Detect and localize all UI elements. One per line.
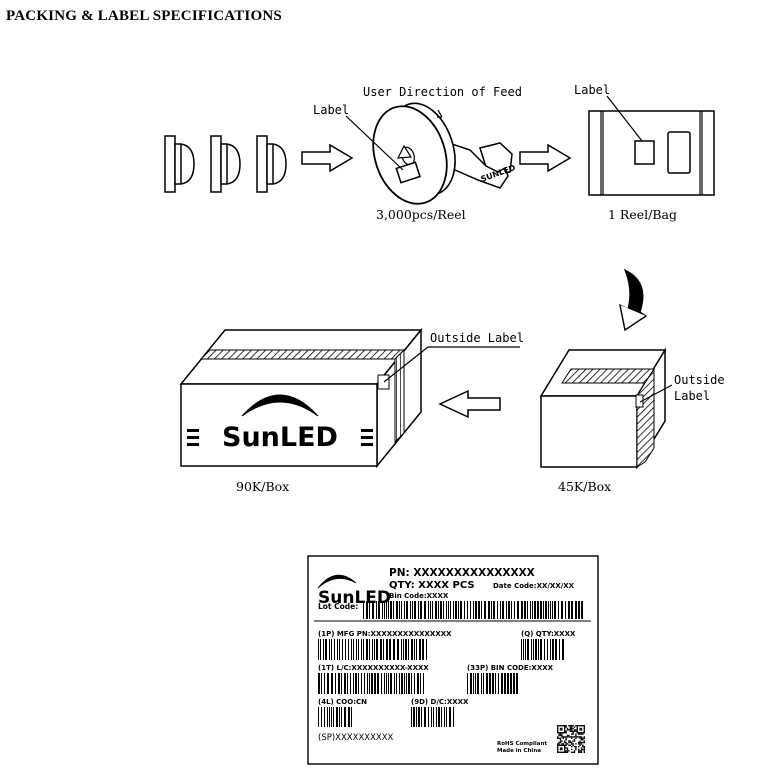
arrow-right-icon [519,143,572,173]
barcode [318,707,352,727]
label-rohs: RoHS Compliant [497,741,547,747]
label-bin-code: Bin Code:XXXX [389,592,449,600]
big-box-illustration [179,327,520,469]
reel-label-leader [345,115,404,171]
small-box-caption: 45K/Box [558,479,611,494]
label-pn: PN: XXXXXXXXXXXXXXX [389,567,535,579]
big-box-callout: Outside Label [430,331,524,345]
label-q-qty: (Q) QTY:XXXX [521,630,576,638]
label-dc: (9D) D/C:XXXX [411,698,469,706]
label-lc: (1T) L/C:XXXXXXXXXX-XXXX [318,664,429,672]
label-bin-33p: (33P) BIN CODE:XXXX [467,664,554,672]
sunled-logo-arc-icon [317,574,357,589]
label-made-in: Made in China [497,748,541,754]
arrow-right-icon [301,143,354,173]
bag-illustration [588,95,715,196]
reel-label-callout: Label [313,103,349,117]
bag-label-callout: Label [574,83,610,97]
qr-code-icon [557,725,585,753]
led-component-1 [164,135,195,193]
big-box-brand: SunLED [222,422,338,453]
barcode [363,601,583,619]
barcode [467,673,518,694]
big-box-caption: 90K/Box [236,479,289,494]
page-title: PACKING & LABEL SPECIFICATIONS [6,8,282,24]
label-date-code: Date Code:XX/XX/XX [493,582,575,590]
reel-illustration: SUNLED [372,102,517,205]
small-box-illustration [539,347,673,470]
arrow-left-icon [438,389,501,419]
label-coo: (4L) COO:CN [318,698,367,706]
bag-caption: 1 Reel/Bag [608,207,677,222]
barcode [318,673,424,694]
barcode [411,707,454,727]
small-box-callout: Outside Label [674,373,732,403]
barcode [318,639,427,660]
label-lot-code: Lot Code: [318,602,358,611]
label-mfg-pn: (1P) MFG PN:XXXXXXXXXXXXXXX [318,630,452,638]
feed-direction-label: User Direction of Feed [363,85,522,99]
label-card: SunLED PN: XXXXXXXXXXXXXXX QTY: XXXX PCS… [307,555,599,765]
label-sp: (SP)XXXXXXXXXX [318,733,394,743]
led-component-3 [256,135,287,193]
label-qty: QTY: XXXX PCS [389,580,475,591]
barcode [521,639,564,660]
led-component-2 [210,135,241,193]
reel-caption: 3,000pcs/Reel [376,207,466,222]
